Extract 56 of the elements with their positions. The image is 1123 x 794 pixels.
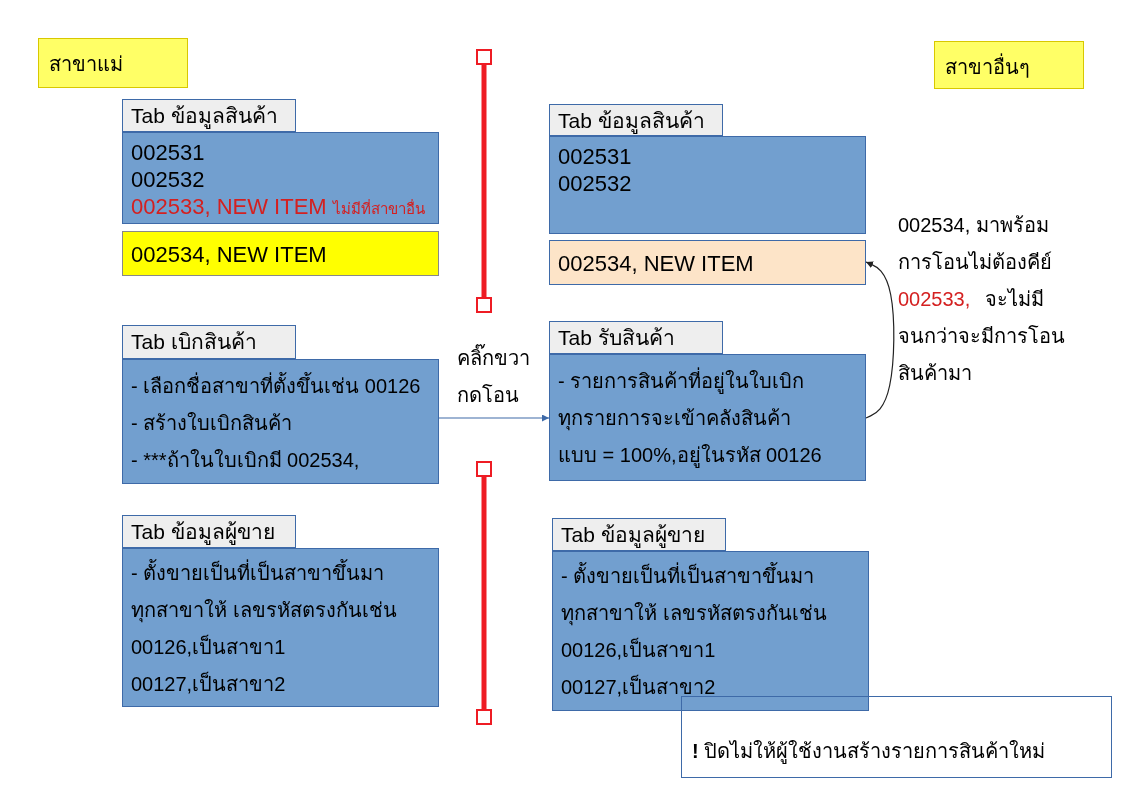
tab-header — [122, 99, 296, 132]
node-text: Tab ข้อมูลสินค้า — [558, 109, 706, 133]
node-text: - รายการสินค้าที่อยู่ในใบเบิก — [558, 363, 857, 400]
node-text: 002531 — [558, 143, 633, 170]
info-panel — [122, 548, 439, 707]
node-text: ทุกสาขาให้ เลขรหัสตรงกันเช่น — [561, 601, 828, 628]
node-text: - สร้างใบเบิกสินค้า — [131, 411, 294, 436]
product-list-panel — [122, 132, 439, 224]
info-panel — [552, 551, 869, 711]
node-text: 00127,เป็นสาขา2 — [561, 673, 717, 700]
node-text: Tab ข้อมูลผู้ขาย — [561, 523, 706, 547]
node-text: ! ปิดไม่ให้ผู้ใช้งานสร้างรายการสินค้าใหม่ — [692, 739, 1047, 765]
new-item-row — [549, 240, 866, 285]
node-text: 002534, NEW ITEM — [131, 241, 328, 268]
node-text: 00126,เป็นสาขา1 — [131, 633, 287, 660]
node-text: แบบ = 100%,อยู่ในรหัส 00126 — [558, 443, 823, 470]
annotation-text: สินค้ามา — [898, 361, 972, 386]
node-text: 002534, NEW ITEM — [558, 250, 755, 277]
info-panel — [549, 354, 866, 481]
node-text: ไม่มีที่สาขาอื่น — [332, 200, 425, 217]
node-text: ทุกรายการจะเข้าคลังสินค้า — [558, 406, 792, 433]
annotation-text: จะไม่มี — [985, 287, 1044, 312]
tab-header — [549, 104, 723, 136]
node-text: Tab ข้อมูลสินค้า — [131, 104, 279, 128]
node-text: 002533, NEW ITEM — [131, 194, 327, 219]
new-item-row — [122, 231, 439, 276]
node-text: Tab รับสินค้า — [558, 326, 676, 350]
product-list-panel — [549, 136, 866, 234]
node-text: 002532 — [558, 170, 633, 197]
annotation-text: จนกว่าจะมีการโอน — [898, 324, 1065, 349]
node-text: 00127,เป็นสาขา2 — [131, 670, 287, 697]
annotation-text: 002534, มาพร้อม — [898, 213, 1049, 238]
tab-header — [122, 515, 296, 548]
node-text: Tab เบิกสินค้า — [131, 330, 258, 354]
connector-arrow — [865, 261, 895, 419]
node-text: - ตั้งขายเป็นที่เป็นสาขาขึ้นมา — [561, 558, 860, 595]
node-text: - เลือกชื่อสาขาที่ตั้งขึ้นเช่น 00126 — [131, 368, 430, 405]
node-text: 00126,เป็นสาขา1 — [561, 636, 717, 663]
node-text: Tab ข้อมูลผู้ขาย — [131, 520, 276, 544]
node-text: ทุกสาขาให้ เลขรหัสตรงกันเช่น — [131, 598, 398, 625]
node-text: สาขาอื่นๆ — [945, 54, 1073, 80]
node-text: 002531 — [131, 139, 206, 166]
info-panel — [122, 359, 439, 484]
branch-label-box — [934, 41, 1084, 89]
node-text: - ตั้งขายเป็นที่เป็นสาขาขึ้นมา — [131, 555, 430, 592]
node-text: สาขาแม่ — [49, 52, 124, 77]
tab-header — [549, 321, 723, 354]
annotation-text: การโอนไม่ต้องคีย์ — [898, 250, 1052, 275]
note-box — [681, 696, 1112, 778]
tab-header — [122, 325, 296, 359]
node-text: - ***ถ้าในใบเบิกมี 002534, — [131, 448, 361, 473]
branch-label-box — [38, 38, 188, 88]
node-text: 002532 — [131, 166, 206, 193]
connector-arrow — [438, 414, 550, 422]
annotation-text: 002533, — [898, 287, 971, 312]
tab-header — [552, 518, 726, 551]
